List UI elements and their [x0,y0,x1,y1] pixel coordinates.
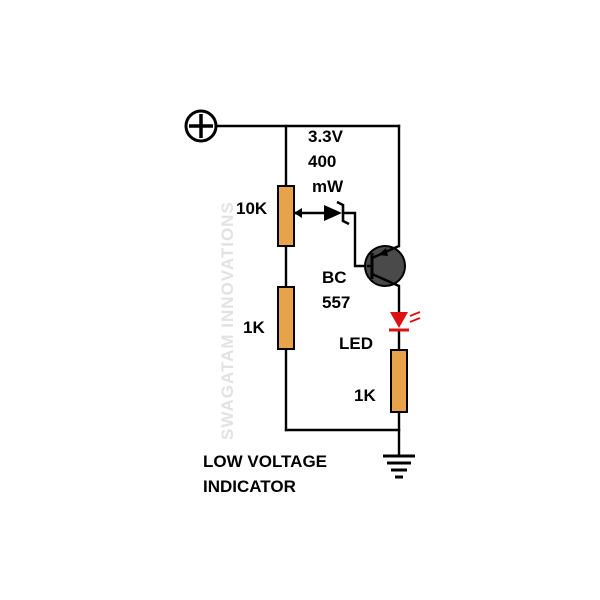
zener-voltage-label: 3.3V [308,127,344,146]
led-label: LED [339,334,373,353]
potentiometer-label: 10K [236,199,268,218]
circuit-wires [214,124,401,458]
led [389,311,421,332]
potentiometer-10k [277,185,302,247]
zener-power-label: 400 [308,152,336,171]
transistor-label-line1: BC [322,268,347,287]
resistor-1k-right [390,349,408,413]
watermark: SWAGATAM INNOVATIONS [218,201,237,440]
title-line1: LOW VOLTAGE [203,452,327,471]
plus-circle-icon [184,109,218,143]
transistor-bc557 [364,244,406,288]
title-line2: INDICATOR [203,477,296,496]
resistor-right-label: 1K [354,386,376,405]
zener-power-unit-label: mW [312,177,344,196]
ground-icon [383,454,415,479]
resistor-1k-left [277,286,295,350]
transistor-label-line2: 557 [322,293,350,312]
wire-zener-to-base [342,211,369,268]
resistor-left-label: 1K [243,318,265,337]
zener-diode [324,200,350,226]
